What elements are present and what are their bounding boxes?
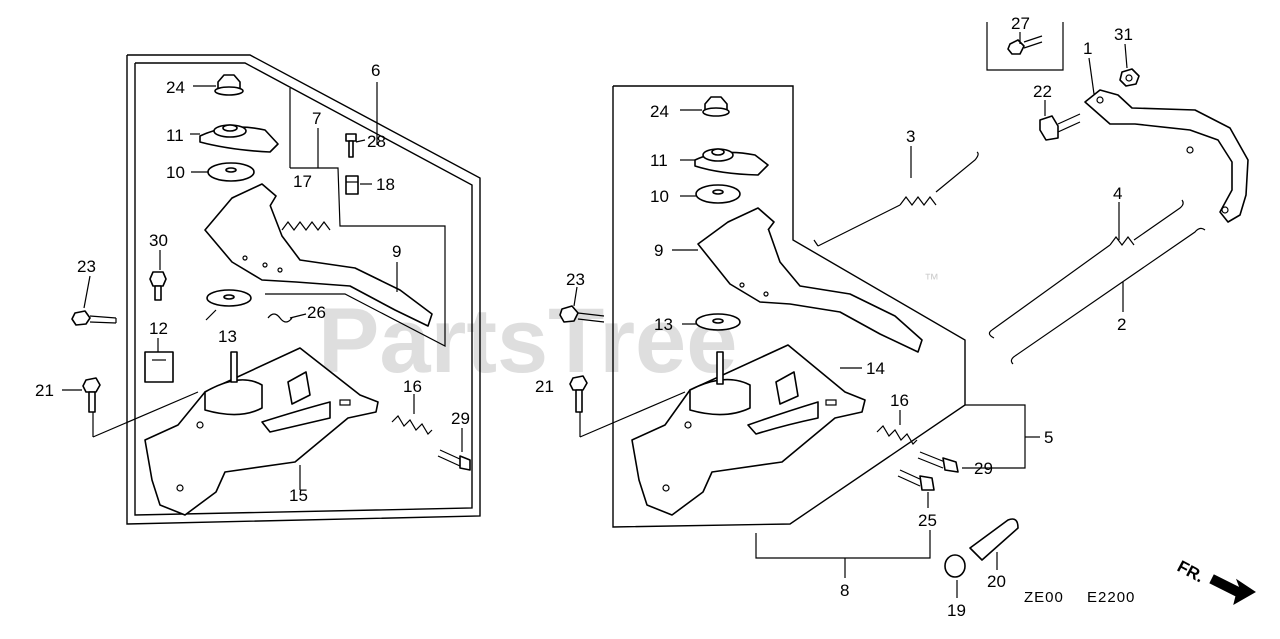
diagram-code-2: E2200 — [1087, 589, 1135, 606]
control-knob-20 — [969, 518, 1019, 561]
callout-20: 20 — [987, 572, 1006, 591]
callout-12: 12 — [149, 319, 168, 338]
spring-16 — [391, 415, 433, 435]
control-rod-2 — [1010, 227, 1206, 365]
front-arrow-icon — [1209, 574, 1256, 606]
knob-cap-19 — [944, 554, 966, 578]
callout-15: 15 — [289, 486, 308, 505]
clip-26 — [267, 313, 293, 323]
left-group-frame — [126, 54, 481, 525]
spring-rod-3 — [813, 151, 979, 247]
callout-16: 16 — [403, 377, 422, 396]
watermark-text: PartsTree — [318, 290, 737, 392]
subassembly-bracket — [265, 167, 446, 347]
spring-17 — [281, 221, 331, 231]
callout-30: 30 — [149, 231, 168, 250]
bolt-21 — [82, 377, 101, 413]
callout-5: 5 — [1044, 428, 1053, 447]
callout-19: 19 — [947, 601, 966, 620]
right-group-frame — [612, 85, 966, 528]
bolt-21-right — [569, 375, 588, 413]
callout-14: 14 — [866, 359, 885, 378]
spring-16-right — [876, 425, 918, 445]
callout-29: 29 — [451, 409, 470, 428]
callout-1: 1 — [1083, 39, 1092, 58]
callout-9-right: 9 — [654, 241, 663, 260]
callout-7: 7 — [312, 109, 321, 128]
left-assembly — [62, 54, 481, 525]
callout-23: 23 — [77, 257, 96, 276]
front-label: FR. — [1174, 557, 1207, 587]
bolt-25 — [897, 469, 935, 491]
control-lever-9 — [204, 183, 433, 327]
right-assembly — [559, 22, 1256, 606]
callout-18: 18 — [376, 175, 395, 194]
callout-3: 3 — [906, 127, 915, 146]
bolt-23-right — [559, 305, 605, 323]
callout-24-right: 24 — [650, 102, 669, 121]
bolt-30 — [149, 271, 167, 301]
control-base-15 — [144, 347, 379, 516]
spring-cable-4 — [988, 199, 1184, 339]
throttle-lever-1 — [1084, 89, 1249, 223]
nut-12 — [144, 351, 174, 383]
control-lever-9-right — [697, 207, 923, 353]
washer-10 — [207, 162, 255, 182]
callout-28: 28 — [367, 132, 386, 151]
callout-2: 2 — [1117, 315, 1126, 334]
callout-11: 11 — [166, 126, 184, 145]
callout-4: 4 — [1113, 184, 1122, 203]
left-inner-frame — [134, 62, 473, 516]
callout-13: 13 — [218, 327, 237, 346]
bolt-22 — [1039, 113, 1081, 141]
callout-21: 21 — [35, 381, 54, 400]
callout-25: 25 — [918, 511, 937, 530]
diagram-code-1: ZE00 — [1024, 589, 1064, 606]
screw-28 — [345, 133, 357, 158]
washer-10-right — [695, 184, 741, 204]
control-base-14 — [631, 344, 866, 516]
callout-29-right: 29 — [974, 459, 993, 478]
callout-10-right: 10 — [650, 187, 669, 206]
bolt-27 — [1007, 35, 1043, 55]
nut-31 — [1119, 68, 1140, 87]
bolt-29 — [437, 449, 471, 471]
nut-18 — [345, 175, 359, 195]
washer-13 — [206, 289, 252, 307]
bolt-23 — [71, 310, 117, 326]
callout-24: 24 — [166, 78, 185, 97]
control-lever-washer-11 — [199, 124, 279, 153]
callout-27: 27 — [1011, 14, 1030, 33]
flange-nut-24-right — [702, 96, 730, 117]
callout-26: 26 — [307, 303, 326, 322]
callout-9: 9 — [392, 242, 401, 261]
callout-6: 6 — [371, 61, 380, 80]
control-lever-washer-11-right — [694, 148, 769, 176]
flange-nut-24 — [214, 74, 244, 96]
callout-23-right: 23 — [566, 270, 585, 289]
callout-31: 31 — [1114, 25, 1133, 44]
callout-22: 22 — [1033, 82, 1052, 101]
callout-11-right: 11 — [650, 151, 668, 170]
callout-8: 8 — [840, 581, 849, 600]
washer-13-right — [695, 313, 741, 331]
callout-21-right: 21 — [535, 377, 554, 396]
bolt-29-right — [917, 451, 959, 473]
callout-13-right: 13 — [654, 315, 673, 334]
callout-10: 10 — [166, 163, 185, 182]
callout-16-right: 16 — [890, 391, 909, 410]
callout-17: 17 — [293, 172, 312, 191]
watermark-trademark: ™ — [924, 271, 939, 288]
